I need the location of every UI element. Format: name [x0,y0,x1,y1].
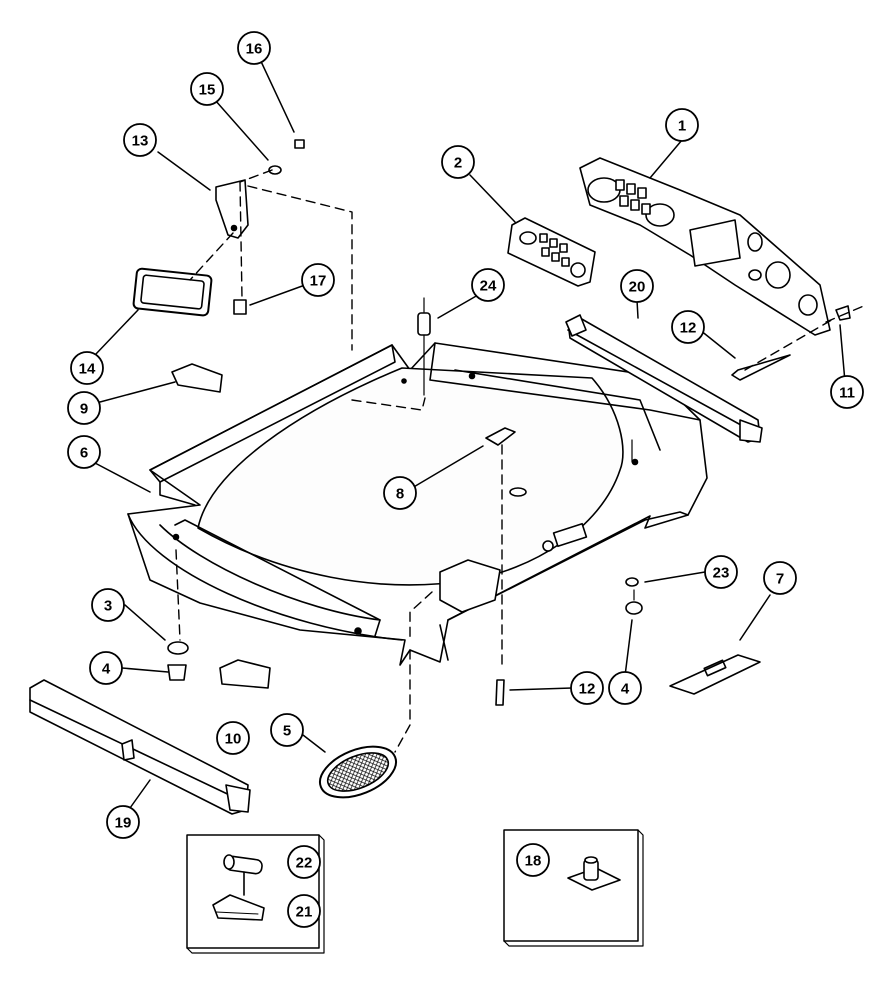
callout-20: 20 [620,269,654,303]
callout-12-lower-label: 12 [579,681,596,698]
callout-15: 15 [190,72,224,106]
callout-4-right: 4 [608,671,642,705]
callout-2-label: 2 [454,155,462,172]
callout-23-label: 23 [713,565,730,582]
callout-22-label: 22 [296,855,313,872]
callout-21-label: 21 [296,904,313,921]
callout-16: 16 [237,31,271,65]
callout-18: 18 [516,843,550,877]
callout-1: 1 [665,108,699,142]
callout-13-label: 13 [132,133,149,150]
callout-13: 13 [123,123,157,157]
callout-4-left: 4 [89,651,123,685]
callout-3-label: 3 [104,598,112,615]
instrument-panel [579,157,831,336]
callout-7-label: 7 [776,571,784,588]
inset-21-22 [186,834,325,954]
callout-12-upper: 12 [671,310,705,344]
callout-23: 23 [704,555,738,589]
callout-9-label: 9 [80,401,88,418]
rear-rail [565,314,763,443]
callout-14-label: 14 [79,361,96,378]
headliner-panel [127,342,708,666]
front-rail [29,679,251,815]
switch-bezel [507,217,596,287]
callout-12-lower: 12 [570,671,604,705]
callout-17: 17 [301,263,335,297]
callout-14: 14 [70,351,104,385]
callout-11: 11 [830,375,864,409]
inset-18 [503,829,644,947]
callout-11-label: 11 [839,385,855,402]
callout-24-label: 24 [480,278,497,295]
callout-12-upper-label: 12 [680,320,697,337]
callout-18-label: 18 [525,853,542,870]
callout-6: 6 [67,435,101,469]
callout-1-label: 1 [678,118,686,135]
callout-8-label: 8 [396,486,404,503]
callout-2: 2 [441,145,475,179]
callout-20-label: 20 [629,279,646,296]
callout-4-right-label: 4 [621,681,630,698]
hardware [167,139,851,799]
callout-15-label: 15 [199,82,216,99]
callout-6-label: 6 [80,445,88,462]
callout-24: 24 [471,268,505,302]
callout-8: 8 [383,476,417,510]
callout-10: 10 [216,721,250,755]
callout-16-label: 16 [246,41,263,58]
callout-3: 3 [91,588,125,622]
callout-9: 9 [67,391,101,425]
callout-19: 19 [106,805,140,839]
callout-10-label: 10 [225,731,242,748]
mirror-bracket [215,179,249,239]
mirror [132,267,213,317]
callout-22: 22 [287,845,321,879]
callout-17-label: 17 [310,273,327,290]
callout-4-left-label: 4 [102,661,111,678]
callout-7: 7 [763,561,797,595]
callout-19-label: 19 [115,815,132,832]
callout-21: 21 [287,894,321,928]
callout-5: 5 [270,713,304,747]
assembly-lines [175,169,867,753]
callout-5-label: 5 [283,723,291,740]
